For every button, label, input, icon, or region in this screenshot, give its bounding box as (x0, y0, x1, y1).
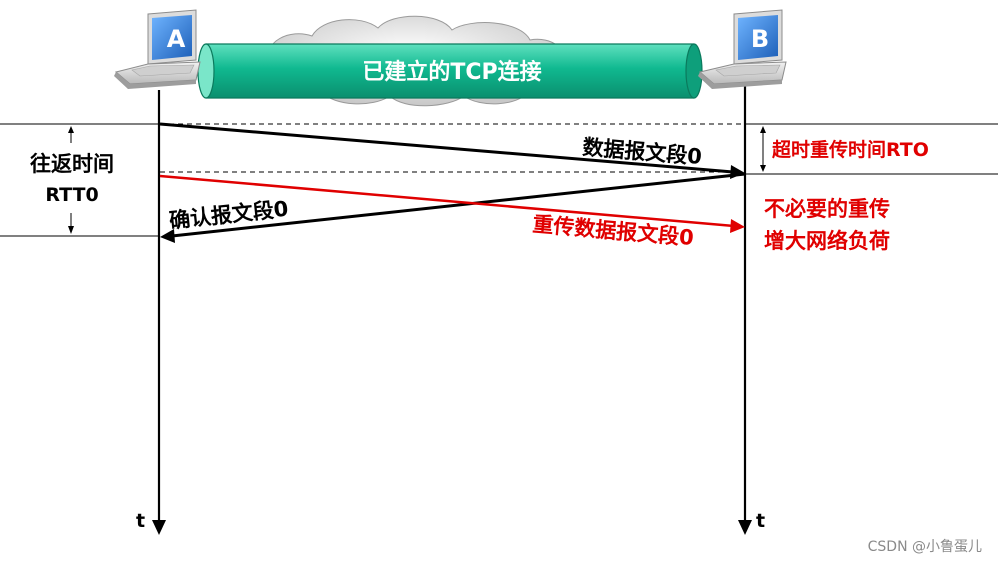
host-a-letter: A (167, 25, 186, 53)
data-segment-label: 数据报文段0 (582, 135, 703, 169)
rtt-bracket (68, 126, 74, 234)
rtt-label-line2: RTT0 (45, 184, 98, 206)
tcp-connection-label: 已建立的TCP连接 (362, 59, 541, 85)
host-b-laptop-icon (698, 9, 787, 89)
rtt-label-line1: 往返时间 (30, 152, 114, 176)
tcp-connection-tube (197, 43, 703, 99)
watermark: CSDN @小鲁蛋儿 (868, 539, 982, 555)
note-line1: 不必要的重传 (764, 197, 890, 221)
timeline-a (152, 90, 166, 535)
rto-label: 超时重传时间RTO (771, 138, 929, 161)
retransmit-segment-label: 重传数据报文段0 (532, 212, 695, 250)
host-b-letter: B (751, 25, 769, 53)
timeline-b (738, 85, 752, 535)
retransmit-segment-arrow (159, 174, 745, 233)
rto-bracket (760, 126, 766, 172)
time-label-a: t (136, 510, 145, 532)
ack-segment-arrow (160, 172, 746, 243)
host-a-laptop-icon (114, 9, 201, 89)
note-line2: 增大网络负荷 (764, 229, 890, 253)
ack-segment-label: 确认报文段0 (168, 197, 289, 233)
time-label-b: t (756, 510, 765, 532)
